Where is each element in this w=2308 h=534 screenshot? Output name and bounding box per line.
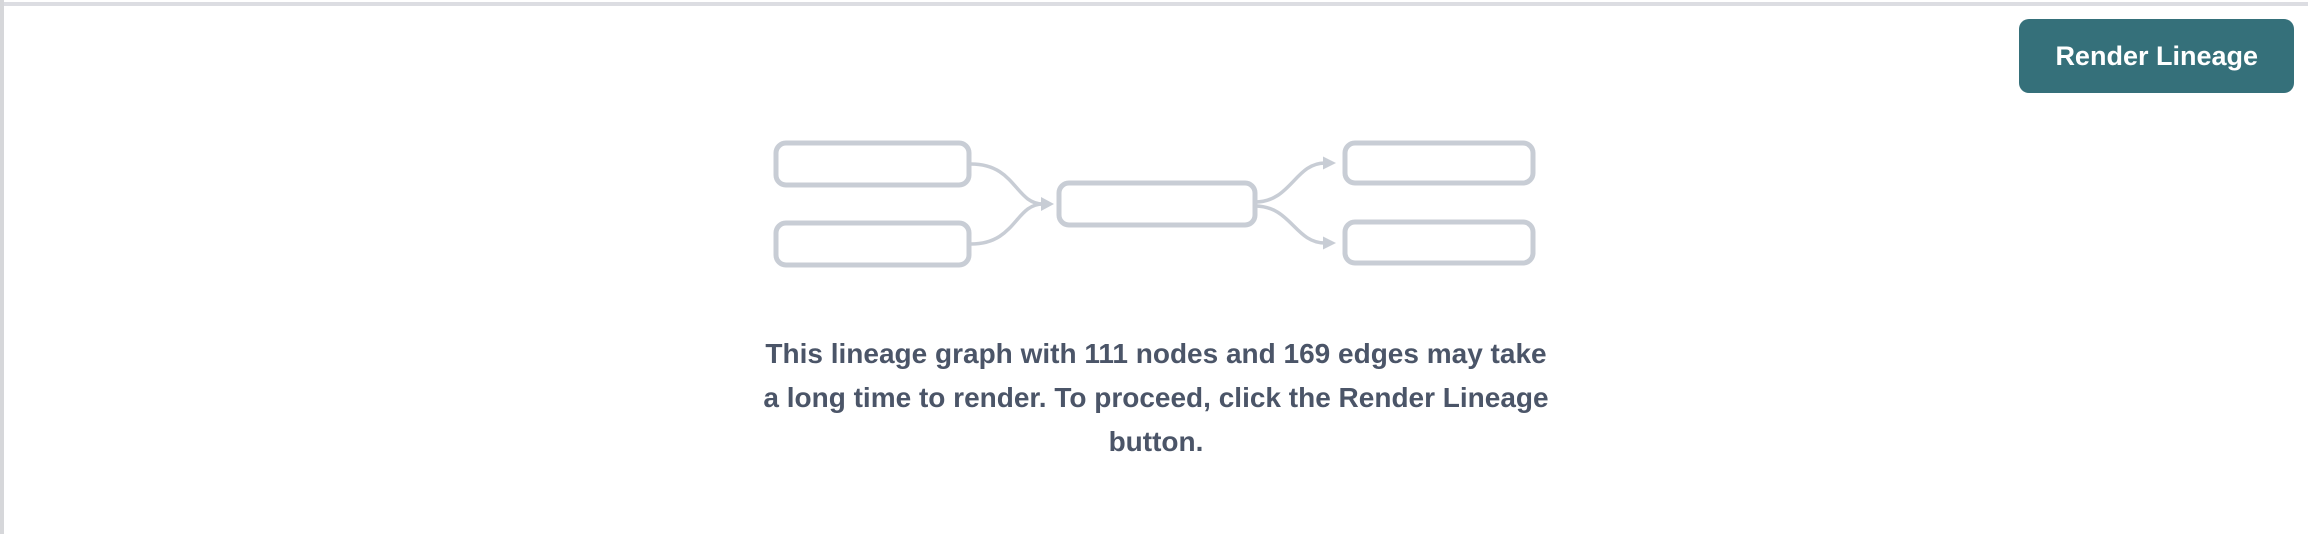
node-box-downstream-top [1342,140,1536,186]
lineage-node-boxes [773,140,1536,268]
render-lineage-button[interactable]: Render Lineage [2019,19,2294,93]
lineage-warning-message: This lineage graph with 111 nodes and 16… [763,332,1548,464]
node-box-upstream-top [773,140,972,188]
lineage-edges [970,161,1326,246]
node-box-upstream-bottom [773,220,972,268]
panel-top-divider [4,2,2308,6]
message-line-2: a long time to render. To proceed, click… [763,382,1549,413]
lineage-arrowheads [1041,156,1336,250]
message-line-3: button. [1108,426,1204,457]
node-box-downstream-bottom [1342,219,1536,266]
node-box-center [1056,180,1258,228]
lineage-placeholder-content: This lineage graph with 111 nodes and 16… [4,0,2308,464]
message-line-1: This lineage graph with 111 nodes and 16… [765,338,1547,369]
lineage-placeholder-illustration [773,140,1536,268]
